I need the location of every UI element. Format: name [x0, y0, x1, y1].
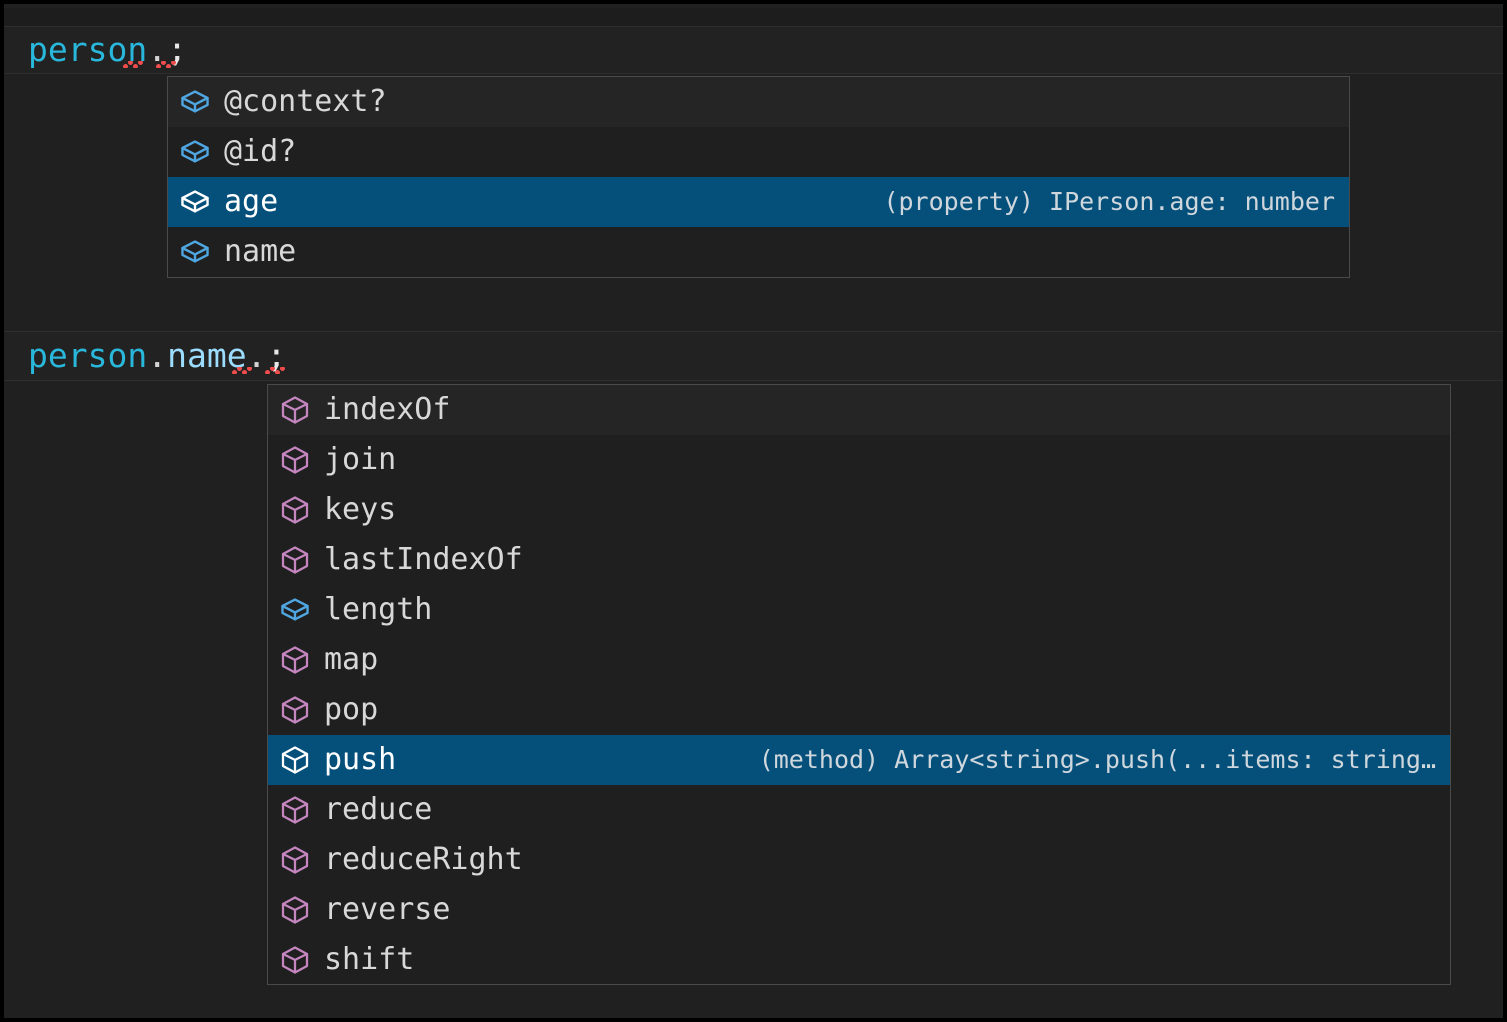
suggest-item-map[interactable]: map: [268, 635, 1450, 685]
suggest-item-age[interactable]: age (property) IPerson.age: number: [168, 177, 1349, 227]
intellisense-properties-popup[interactable]: @context? @id? age (property) IPerson.age: …: [167, 76, 1350, 278]
suggest-item-label: reverse: [324, 893, 450, 927]
suggest-item-detail: (method) Array<string>.push(...items: st…: [759, 745, 1444, 775]
property-cube-icon: [178, 185, 212, 219]
method-cube-icon: [278, 543, 312, 577]
method-cube-icon: [278, 693, 312, 727]
method-cube-icon: [278, 743, 312, 777]
property-cube-icon: [278, 593, 312, 627]
code-token-variable: person: [28, 336, 147, 375]
suggest-item--id-[interactable]: @id?: [168, 127, 1349, 177]
suggest-item-label: length: [324, 593, 432, 627]
error-squiggle-line1-b: [156, 61, 176, 68]
suggest-item-push[interactable]: push (method) Array<string>.push(...items…: [268, 735, 1450, 785]
suggest-item-label: lastIndexOf: [324, 543, 523, 577]
suggest-item-label: reduce: [324, 793, 432, 827]
error-squiggle-line2-a: [232, 367, 252, 374]
suggest-item-label: shift: [324, 943, 414, 977]
method-cube-icon: [278, 943, 312, 977]
suggest-item--context-[interactable]: @context?: [168, 77, 1349, 127]
suggest-item-join[interactable]: join: [268, 435, 1450, 485]
method-cube-icon: [278, 793, 312, 827]
editor-band-line1: [4, 27, 1503, 73]
suggest-item-indexof[interactable]: indexOf: [268, 385, 1450, 435]
suggest-item-label: map: [324, 643, 378, 677]
suggest-item-label: keys: [324, 493, 396, 527]
code-token-dot-1: .: [147, 336, 167, 375]
error-squiggle-line2-b: [265, 367, 285, 374]
property-cube-icon: [178, 85, 212, 119]
suggest-item-reduceright[interactable]: reduceRight: [268, 835, 1450, 885]
property-cube-icon: [178, 135, 212, 169]
suggest-item-reverse[interactable]: reverse: [268, 885, 1450, 935]
method-cube-icon: [278, 493, 312, 527]
suggest-item-keys[interactable]: keys: [268, 485, 1450, 535]
suggest-item-label: reduceRight: [324, 843, 523, 877]
error-squiggle-line1-a: [123, 61, 143, 68]
editor-rule-2: [4, 73, 1503, 74]
property-cube-icon: [178, 235, 212, 269]
suggest-item-label: age: [224, 185, 278, 219]
suggest-item-detail: (property) IPerson.age: number: [883, 187, 1343, 217]
suggest-item-label: @id?: [224, 135, 296, 169]
editor-band-top: [4, 8, 1503, 26]
method-cube-icon: [278, 393, 312, 427]
suggest-item-label: @context?: [224, 85, 387, 119]
suggest-item-label: push: [324, 743, 396, 777]
suggest-item-label: join: [324, 443, 396, 477]
method-cube-icon: [278, 443, 312, 477]
suggest-item-pop[interactable]: pop: [268, 685, 1450, 735]
editor-rule-4: [4, 380, 1503, 381]
method-cube-icon: [278, 843, 312, 877]
suggest-item-shift[interactable]: shift: [268, 935, 1450, 985]
suggest-item-label: name: [224, 235, 296, 269]
suggest-item-lastindexof[interactable]: lastIndexOf: [268, 535, 1450, 585]
suggest-item-label: indexOf: [324, 393, 450, 427]
suggest-item-length[interactable]: length: [268, 585, 1450, 635]
suggest-item-name[interactable]: name: [168, 227, 1349, 277]
method-cube-icon: [278, 643, 312, 677]
intellisense-array-members-popup[interactable]: indexOf join keys lastIndexOf length map pop pu…: [267, 384, 1451, 985]
suggest-item-reduce[interactable]: reduce: [268, 785, 1450, 835]
method-cube-icon: [278, 893, 312, 927]
suggest-item-label: pop: [324, 693, 378, 727]
